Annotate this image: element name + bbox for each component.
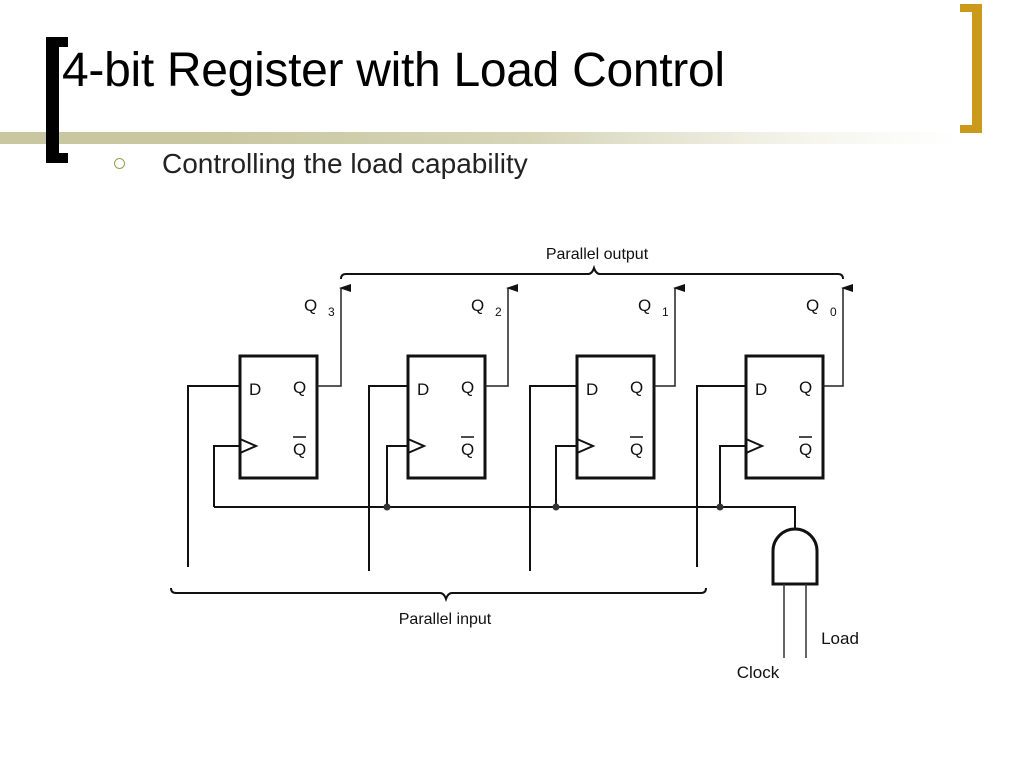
flip-flop-box (575, 354, 656, 480)
parallel-input-wire (529, 385, 577, 571)
clock-input-triangle-icon (745, 438, 765, 454)
parallel-input-label: Parallel input (399, 611, 492, 628)
d-input-label: D (417, 380, 429, 399)
q-output-label: Q (461, 378, 474, 397)
output-name-label: Q (806, 296, 819, 315)
right-bracket-decoration (960, 4, 982, 133)
parallel-input-wire (368, 385, 408, 571)
output-name-label: Q (471, 296, 484, 315)
d-input-label: D (755, 380, 767, 399)
q-output-label: Q (293, 378, 306, 397)
junction-dot (552, 503, 560, 511)
output-index-subscript: 2 (495, 305, 502, 319)
clock-input-triangle-icon (576, 438, 596, 454)
q-bar-output-label: Q (630, 440, 643, 459)
clock-wire (386, 445, 408, 507)
and-gate (771, 527, 819, 586)
output-name-label: Q (638, 296, 651, 315)
clock-input-triangle-icon (407, 438, 427, 454)
q-output-wire (317, 284, 351, 387)
flip-flop-box (406, 354, 487, 480)
q-output-wire (485, 284, 518, 387)
q-output-wire (654, 284, 685, 387)
left-bracket-decoration (46, 37, 68, 163)
q-output-label: Q (630, 378, 643, 397)
clock-wire (719, 445, 746, 507)
q-output-label: Q (799, 378, 812, 397)
load-label: Load (821, 629, 859, 648)
output-index-subscript: 1 (662, 305, 669, 319)
clock-label: Clock (737, 663, 780, 682)
decorative-bar (0, 132, 960, 144)
clock-wire (555, 445, 577, 507)
clock-bus-wire (214, 506, 796, 528)
parallel-input-wire (187, 385, 240, 567)
q-bar-output-label: Q (293, 440, 306, 459)
d-input-label: D (586, 380, 598, 399)
output-index-subscript: 0 (830, 305, 837, 319)
output-name-label: Q (304, 296, 317, 315)
parallel-input-wire (696, 385, 746, 567)
bullet-text: Controlling the load capability (162, 148, 528, 179)
hollow-circle-bullet-icon (114, 158, 125, 169)
parallel-output-brace (340, 264, 844, 280)
junction-dot (383, 503, 391, 511)
flip-flop-box (238, 354, 319, 480)
d-input-label: D (249, 380, 261, 399)
flip-flop-box (744, 354, 825, 480)
q-bar-output-label: Q (799, 440, 812, 459)
parallel-input-brace (170, 587, 707, 603)
q-bar-output-label: Q (461, 440, 474, 459)
output-index-subscript: 3 (328, 305, 335, 319)
slide-title: 4-bit Register with Load Control (62, 44, 725, 97)
parallel-output-label: Parallel output (546, 246, 649, 263)
clock-input-triangle-icon (239, 438, 259, 454)
junction-dot (716, 503, 724, 511)
q-output-wire (823, 284, 853, 387)
clock-wire (213, 445, 240, 507)
